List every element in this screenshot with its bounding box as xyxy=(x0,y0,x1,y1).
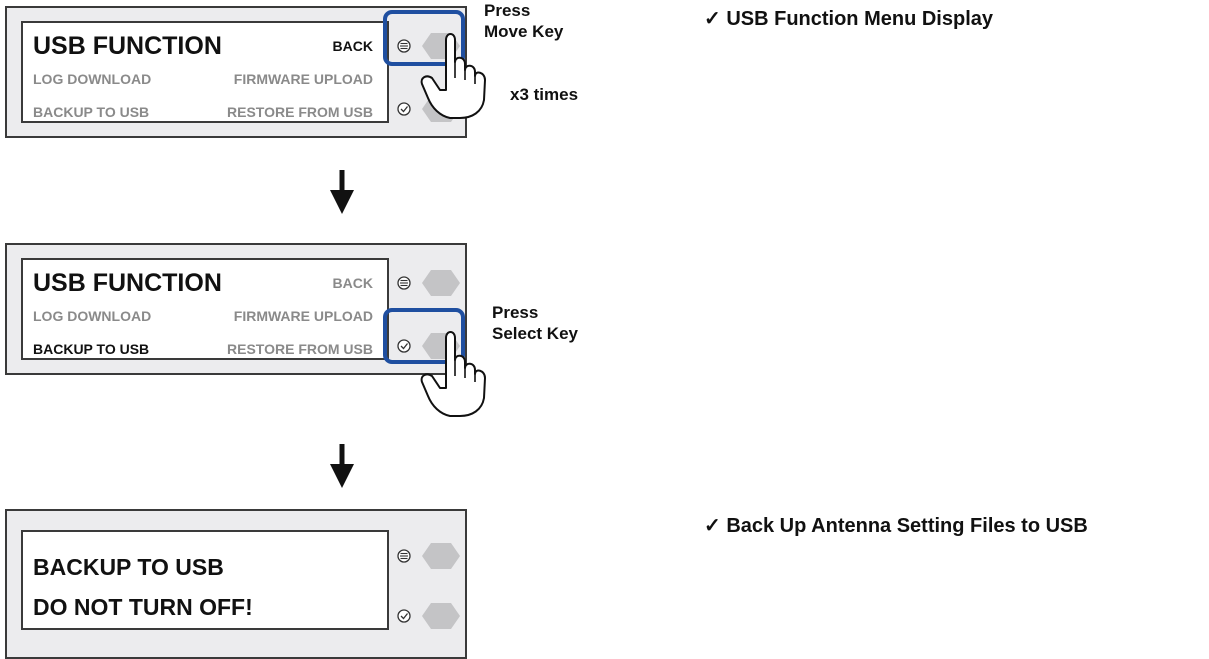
move-key[interactable] xyxy=(391,268,461,298)
callout-line-press: Press xyxy=(492,303,539,322)
menu-option-restore-from-usb: RESTORE FROM USB xyxy=(227,104,373,120)
pointing-hand-icon xyxy=(420,331,486,417)
back-option: BACK xyxy=(332,275,373,291)
press-select-key-callout: Press Select Key xyxy=(492,302,578,344)
move-key[interactable] xyxy=(391,541,461,571)
check-circle-icon xyxy=(397,339,411,353)
device-panel-step1: USB FUNCTION BACK LOG DOWNLOAD FIRMWARE … xyxy=(5,6,467,138)
lcd-screen: BACKUP TO USB DO NOT TURN OFF! xyxy=(21,530,389,630)
callout-line-move-key: Move Key xyxy=(484,22,564,41)
callout-line-select-key: Select Key xyxy=(492,324,578,343)
hexagon-key-icon xyxy=(422,270,460,296)
select-key-highlight xyxy=(383,308,465,364)
step1-note: ✓ USB Function Menu Display xyxy=(704,8,993,30)
menu-option-firmware-upload: FIRMWARE UPLOAD xyxy=(233,71,373,87)
lcd-screen: USB FUNCTION BACK LOG DOWNLOAD FIRMWARE … xyxy=(21,258,389,360)
device-panel-step3: BACKUP TO USB DO NOT TURN OFF! xyxy=(5,509,467,659)
menu-lines-icon xyxy=(397,549,411,563)
hexagon-key-icon xyxy=(422,543,460,569)
lcd-screen: USB FUNCTION BACK LOG DOWNLOAD FIRMWARE … xyxy=(21,21,389,123)
check-circle-icon xyxy=(397,102,411,116)
menu-option-log-download: LOG DOWNLOAD xyxy=(33,308,152,324)
screen-title: USB FUNCTION xyxy=(33,269,222,297)
select-key[interactable] xyxy=(391,601,461,631)
check-circle-icon xyxy=(397,609,411,623)
down-arrow-icon xyxy=(330,444,354,488)
step3-note: ✓ Back Up Antenna Setting Files to USB xyxy=(704,515,1088,537)
status-line-backup: BACKUP TO USB xyxy=(33,554,224,580)
callout-line-press: Press xyxy=(484,1,531,20)
menu-option-firmware-upload: FIRMWARE UPLOAD xyxy=(233,308,373,324)
move-key-highlight xyxy=(383,10,465,66)
press-move-key-callout: Press Move Key xyxy=(484,0,563,42)
menu-option-backup-to-usb-selected: BACKUP TO USB xyxy=(33,341,150,357)
down-arrow-icon xyxy=(330,170,354,214)
screen-title: USB FUNCTION xyxy=(33,32,222,60)
hexagon-key-icon xyxy=(422,603,460,629)
back-option: BACK xyxy=(332,38,373,54)
menu-lines-icon xyxy=(397,276,411,290)
pointing-hand-icon xyxy=(420,33,486,119)
menu-option-restore-from-usb: RESTORE FROM USB xyxy=(227,341,373,357)
status-line-warning: DO NOT TURN OFF! xyxy=(33,594,253,620)
menu-lines-icon xyxy=(397,39,411,53)
menu-option-backup-to-usb: BACKUP TO USB xyxy=(33,104,150,120)
menu-option-log-download: LOG DOWNLOAD xyxy=(33,71,152,87)
repeat-count-label: x3 times xyxy=(510,85,579,104)
